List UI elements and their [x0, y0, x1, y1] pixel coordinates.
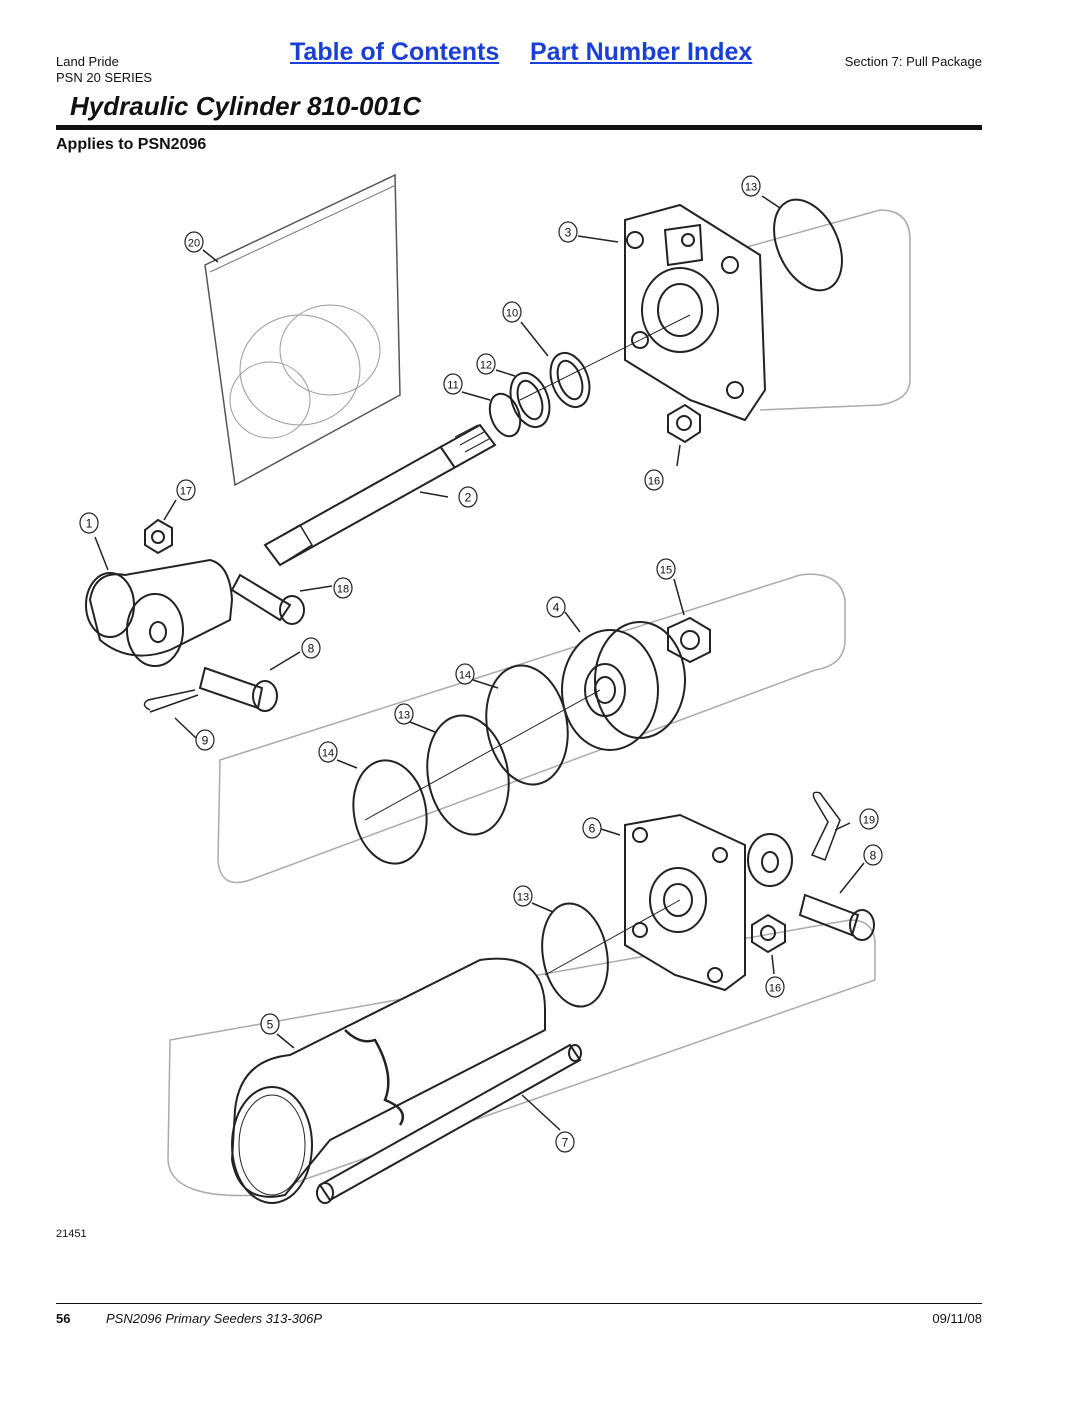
- footer-date: 09/11/08: [932, 1311, 982, 1326]
- page-number: 56: [56, 1311, 71, 1326]
- applies-to-label: Applies to PSN2096: [56, 136, 207, 153]
- document-title: PSN2096 Primary Seeders 313-306P: [106, 1311, 323, 1326]
- brand-label: Land Pride: [56, 54, 119, 69]
- table-of-contents-link[interactable]: Table of Contents: [290, 38, 500, 66]
- page-title: Hydraulic Cylinder 810-001C: [70, 91, 422, 121]
- part-number-index-link[interactable]: Part Number Index: [530, 38, 753, 66]
- figure-number: 21451: [56, 1228, 87, 1240]
- section-label: Section 7: Pull Package: [844, 54, 982, 69]
- footer-rule: [56, 1303, 982, 1304]
- title-rule: [56, 125, 982, 130]
- series-label: PSN 20 SERIES: [56, 70, 153, 85]
